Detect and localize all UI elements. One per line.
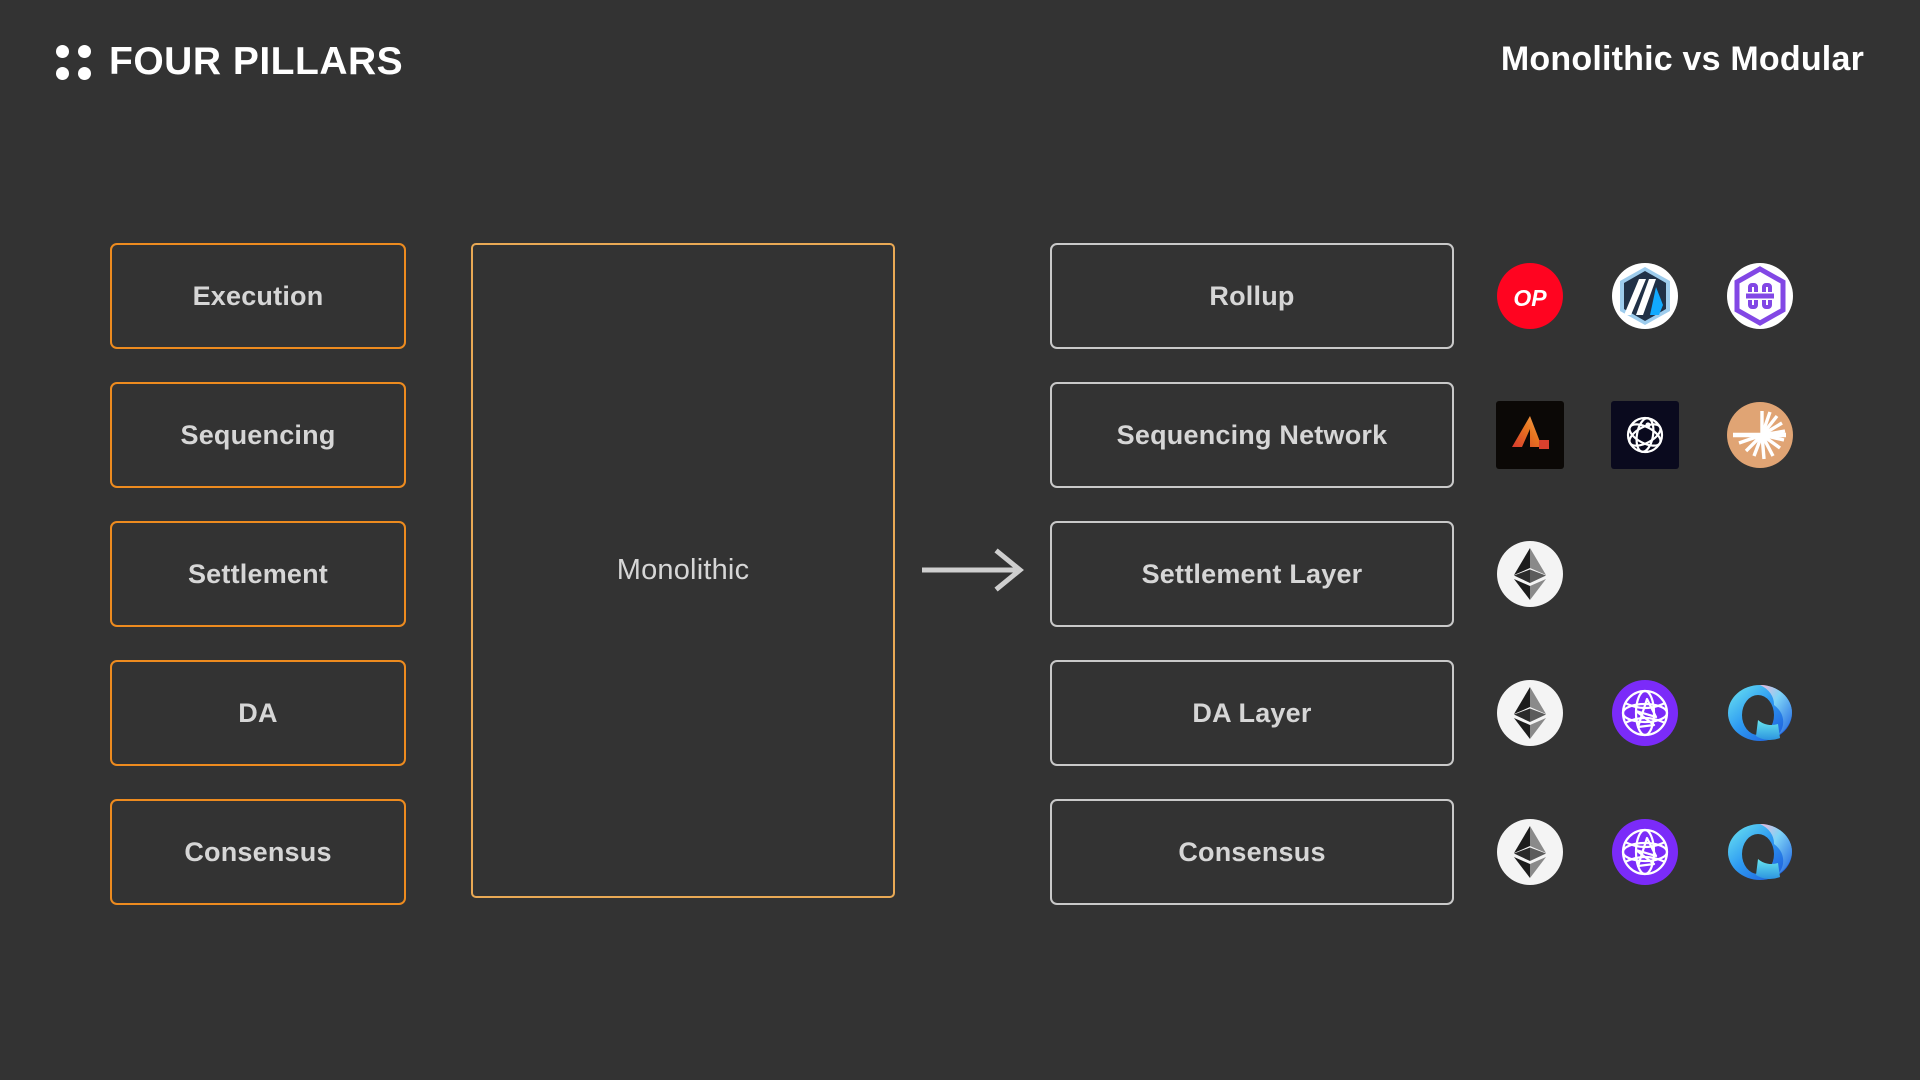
pillar-sequencing: Sequencing <box>110 382 406 488</box>
page-title: Monolithic vs Modular <box>1500 40 1864 78</box>
pillar-label: DA <box>238 697 278 728</box>
espresso-logo <box>1609 399 1681 471</box>
logo-row-sequencing-network <box>1494 382 1854 488</box>
eigenda-logo <box>1724 677 1796 749</box>
layer-label: Settlement Layer <box>1141 558 1363 589</box>
pillar-execution: Execution <box>110 243 406 349</box>
kroma-logo <box>1724 260 1796 332</box>
layer-rollup: Rollup <box>1050 243 1454 349</box>
ethereum-logo <box>1494 538 1566 610</box>
modular-column: Rollup Sequencing Network Settlement Lay… <box>1050 243 1454 905</box>
logo-row-consensus <box>1494 799 1854 905</box>
pillar-column: Execution Sequencing Settlement DA Conse… <box>110 243 406 905</box>
pillar-da: DA <box>110 660 406 766</box>
pillar-label: Execution <box>192 280 324 311</box>
optimism-logo: OP <box>1494 260 1566 332</box>
svg-text:OP: OP <box>1513 285 1547 311</box>
monolithic-block: Monolithic <box>471 243 895 898</box>
layer-settlement: Settlement Layer <box>1050 521 1454 627</box>
layer-sequencing-network: Sequencing Network <box>1050 382 1454 488</box>
logo-row-settlement <box>1494 521 1854 627</box>
astria-logo <box>1494 399 1566 471</box>
pillar-label: Settlement <box>187 558 329 589</box>
layer-label: Consensus <box>1178 836 1326 867</box>
logo-row-rollup: OP <box>1494 243 1854 349</box>
layer-label: DA Layer <box>1192 697 1312 728</box>
layer-label: Sequencing Network <box>1116 419 1388 450</box>
layer-label: Rollup <box>1209 280 1295 311</box>
radius-logo <box>1724 399 1796 471</box>
layer-consensus: Consensus <box>1050 799 1454 905</box>
arrow-right-icon <box>920 545 1030 595</box>
ethereum-logo <box>1494 677 1566 749</box>
four-dots-icon <box>56 45 91 80</box>
pillar-label: Sequencing <box>180 419 336 450</box>
ethereum-logo <box>1494 816 1566 888</box>
arbitrum-logo <box>1609 260 1681 332</box>
layer-da: DA Layer <box>1050 660 1454 766</box>
pillar-consensus: Consensus <box>110 799 406 905</box>
pillar-settlement: Settlement <box>110 521 406 627</box>
celestia-logo <box>1609 816 1681 888</box>
celestia-logo <box>1609 677 1681 749</box>
brand-name: FOUR PILLARS <box>109 40 404 83</box>
slide-header: FOUR PILLARS Monolithic vs Modular <box>0 0 1920 130</box>
logo-rails: OP <box>1494 243 1854 905</box>
logo-row-da <box>1494 660 1854 766</box>
eigenda-logo <box>1724 816 1796 888</box>
pillar-label: Consensus <box>184 836 332 867</box>
monolithic-label: Monolithic <box>616 554 750 586</box>
brand-lockup: FOUR PILLARS <box>56 42 403 81</box>
